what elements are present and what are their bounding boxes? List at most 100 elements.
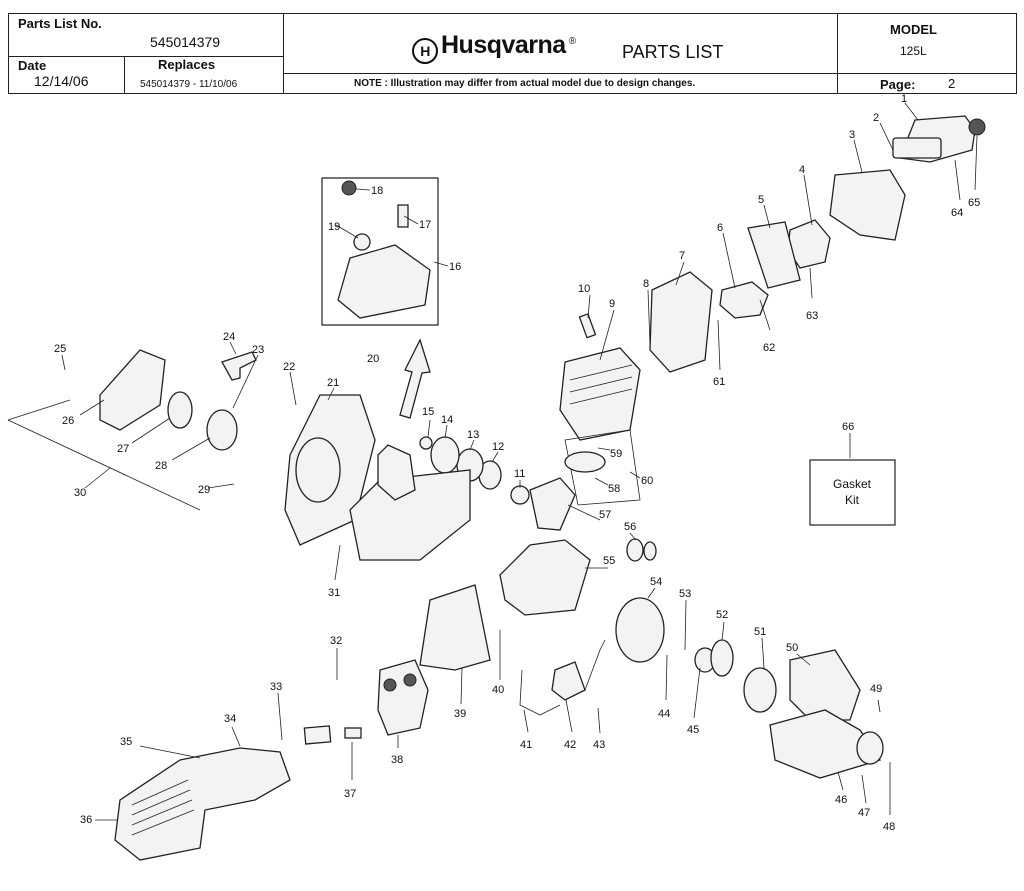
callout-36: 36 [80,814,92,826]
model-label: MODEL [890,22,937,37]
air-box [829,169,906,241]
callout-16: 16 [449,261,461,273]
inset-box-20 [321,177,439,326]
callout-46: 46 [835,794,847,806]
crankshaft [529,477,576,531]
callout-53: 53 [679,588,691,600]
callout-61: 61 [713,376,725,388]
gasket-5 [747,221,801,289]
gasket-kit-label: Gasket Kit [833,477,872,507]
note-text: NOTE : Illustration may differ from actu… [354,78,696,89]
filter-37 [344,727,362,739]
callout-43: 43 [593,739,605,751]
cap-19 [353,233,371,251]
callout-57: 57 [599,509,611,521]
callout-48: 48 [883,821,895,833]
parts-list-no: 545014379 [150,34,221,50]
callout-27: 27 [117,443,129,455]
fuel-tank [337,244,431,319]
seal-56 [626,538,644,562]
callout-40: 40 [492,684,504,696]
heat-plate [419,584,491,671]
callout-1: 1 [901,93,907,105]
date-value: 12/14/06 [34,73,89,89]
parts-list-no-label: Parts List No. [18,16,102,31]
brand-name: Husqvarna [441,31,566,59]
air-filter [892,137,942,159]
knob-65 [968,118,986,136]
throttle-housing [377,444,416,501]
handle-24 [221,351,257,381]
callout-59: 59 [610,448,622,460]
callout-13: 13 [467,429,479,441]
callout-50: 50 [786,642,798,654]
fuel-tank-38 [377,659,429,736]
piston-kit-box [564,429,641,506]
callout-63: 63 [806,310,818,322]
part-shapes [7,115,986,861]
callout-66: 66 [842,421,854,433]
leader-lines [61,102,978,821]
crown-icon: H [412,38,438,64]
cylinder [559,347,641,441]
callout-26: 26 [62,415,74,427]
primer-18 [341,180,357,196]
callout-numbers: 1 2 3 4 5 6 7 8 9 10 11 12 13 14 15 16 1… [54,93,980,833]
callout-33: 33 [270,681,282,693]
callout-45: 45 [687,724,699,736]
callout-4: 4 [799,164,805,176]
clutch-housing [789,649,861,721]
washer-15 [419,436,433,450]
callout-21: 21 [327,377,339,389]
callout-12: 12 [492,441,504,453]
callout-9: 9 [609,298,615,310]
crankcase [499,539,591,616]
callout-39: 39 [454,708,466,720]
callout-8: 8 [643,278,649,290]
gasket-kit-box [809,459,896,526]
callout-64: 64 [951,207,963,219]
callout-34: 34 [224,713,236,725]
plate [303,725,332,745]
callout-49: 49 [870,683,882,695]
heat-shield [649,271,713,373]
fitting-17 [397,204,409,228]
callout-41: 41 [520,739,532,751]
callout-54: 54 [650,576,662,588]
callout-2: 2 [873,112,879,124]
callout-42: 42 [564,739,576,751]
shroud [114,747,291,861]
replaces-value: 545014379 - 11/10/06 [140,79,238,90]
spark-plug [578,313,597,339]
callout-22: 22 [283,361,295,373]
callout-44: 44 [658,708,670,720]
flywheel [615,597,665,663]
callout-65: 65 [968,197,980,209]
callout-19: 19 [328,221,340,233]
clutch [710,639,734,677]
callout-11: 11 [514,468,525,480]
rewind-spring-27 [167,391,193,429]
callout-32: 32 [330,635,342,647]
callout-55: 55 [603,555,615,567]
callout-58: 58 [608,483,620,495]
callout-17: 17 [419,219,431,231]
callout-56: 56 [624,521,636,533]
callout-37: 37 [344,788,356,800]
callout-29: 29 [198,484,210,496]
arrow-20 [399,338,431,419]
callout-28: 28 [155,460,167,472]
callout-47: 47 [858,807,870,819]
bracket-30 [7,399,201,511]
date-label: Date [18,58,47,73]
callout-35: 35 [120,736,132,748]
callout-5: 5 [758,194,764,206]
page-label: Page: [880,77,916,92]
model-value: 125L [900,44,927,58]
callout-10: 10 [578,283,590,295]
gasket-kit-line2: Kit [845,493,860,507]
page-value: 2 [948,76,956,91]
intake [719,281,769,319]
doc-title: PARTS LIST [622,42,724,62]
